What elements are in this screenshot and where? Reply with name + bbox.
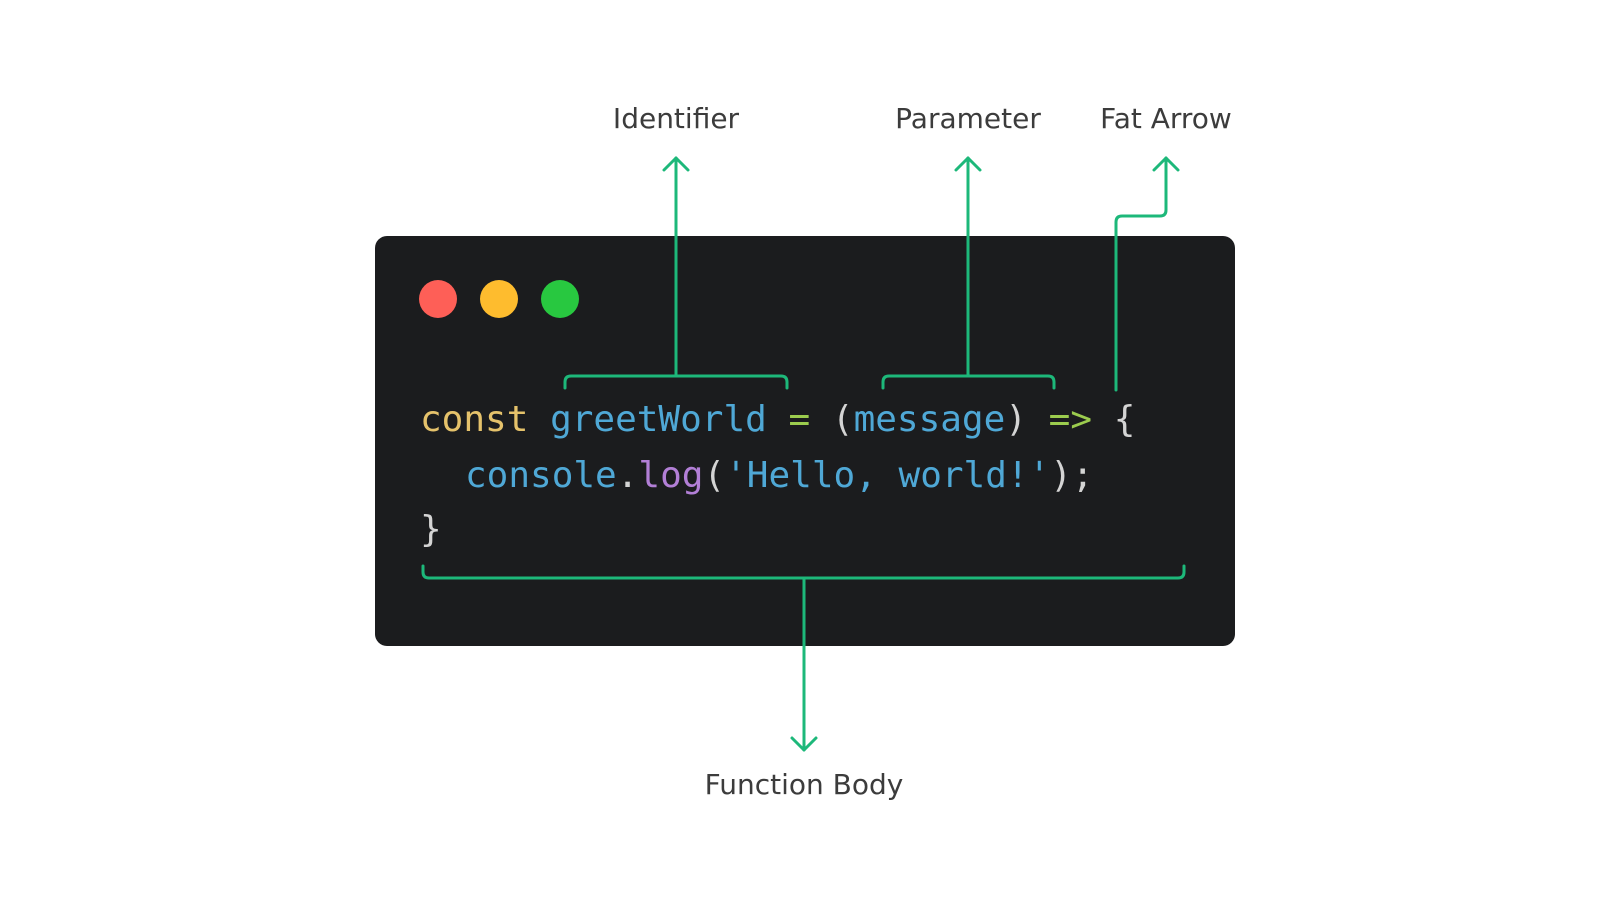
identifier-token: greetWorld <box>550 399 767 440</box>
call-open-paren: ( <box>703 455 726 496</box>
fat-arrow-label: Fat Arrow <box>1100 102 1232 135</box>
code-line-2: console.log('Hello, world!'); <box>465 454 1094 498</box>
member-dot: . <box>616 455 639 496</box>
close-brace: } <box>420 509 442 550</box>
parameter-token: message <box>853 399 1006 440</box>
close-paren: ) <box>1005 399 1027 440</box>
keyword-const: const <box>420 399 529 440</box>
open-paren: ( <box>831 399 854 440</box>
identifier-arrowhead-icon <box>662 156 690 172</box>
call-close-paren: ) <box>1050 455 1072 496</box>
minimize-dot-icon <box>480 280 518 318</box>
log-method: log <box>638 455 704 496</box>
code-line-3: } <box>420 508 442 552</box>
fat-arrow-arrowhead-icon <box>1152 156 1180 172</box>
function-body-arrowhead-icon <box>790 736 818 752</box>
console-object: console <box>465 455 617 496</box>
identifier-label: Identifier <box>612 102 740 135</box>
parameter-label: Parameter <box>895 102 1041 135</box>
code-window: const greetWorld = (message) => { consol… <box>375 236 1235 646</box>
open-brace: { <box>1113 399 1136 440</box>
function-body-label: Function Body <box>704 768 904 801</box>
code-line-1: const greetWorld = (message) => { <box>420 398 1135 442</box>
string-literal: 'Hello, world!' <box>725 455 1051 496</box>
assign-operator: = <box>788 399 811 440</box>
fat-arrow-token: => <box>1048 399 1093 440</box>
semicolon: ; <box>1071 455 1094 496</box>
close-dot-icon <box>419 280 457 318</box>
maximize-dot-icon <box>541 280 579 318</box>
parameter-arrowhead-icon <box>954 156 982 172</box>
